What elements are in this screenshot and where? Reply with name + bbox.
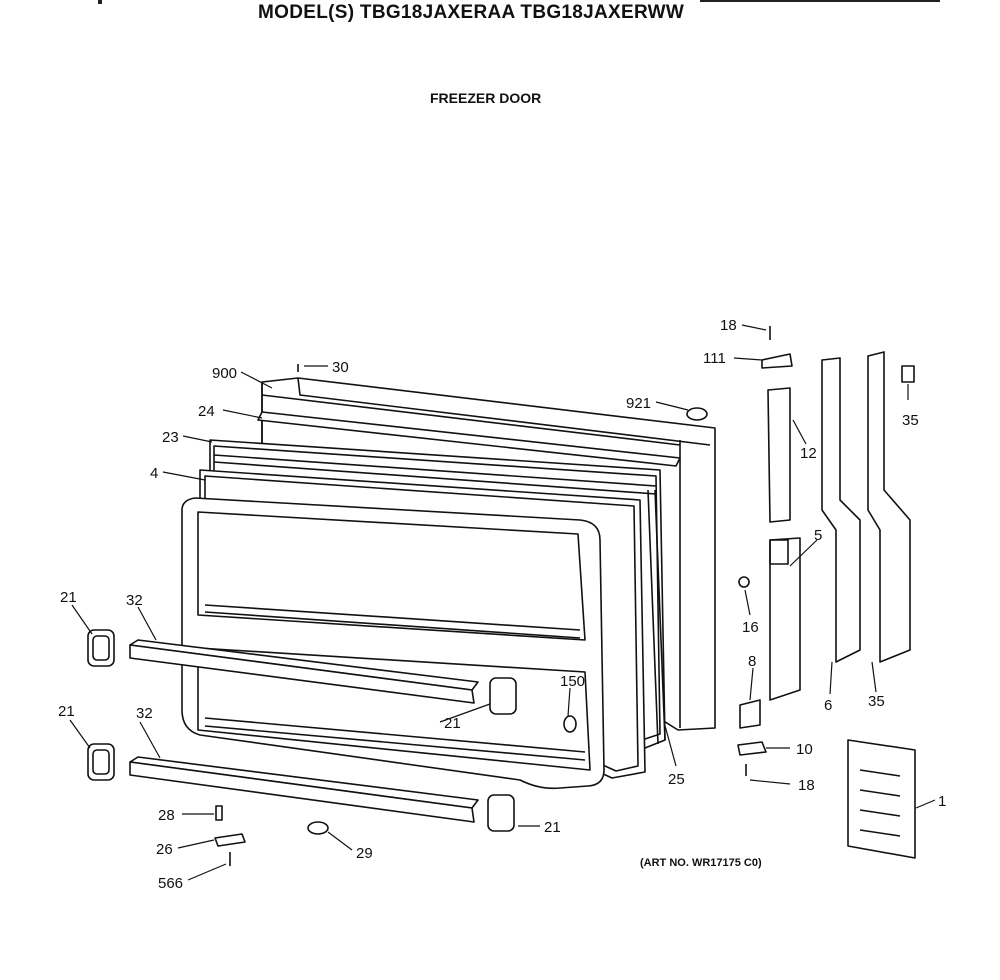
callout-5: 5 <box>814 527 822 544</box>
callout-21-lower-right: 21 <box>544 819 561 836</box>
door-stop <box>739 699 761 729</box>
handle-cap <box>901 365 915 383</box>
callout-30: 30 <box>332 359 349 376</box>
plug-button <box>214 715 577 847</box>
callout-18-top: 18 <box>720 317 737 334</box>
hinge-pin-cap <box>686 407 708 421</box>
callout-35-bottom: 35 <box>868 693 885 710</box>
shelf-end-cap-lower-right <box>487 794 515 832</box>
spring-clip <box>738 576 750 588</box>
diagram-subtitle: FREEZER DOOR <box>430 90 542 106</box>
header-mark <box>98 0 102 4</box>
callout-900: 900 <box>212 365 237 382</box>
callout-12: 12 <box>800 445 817 462</box>
callout-4: 4 <box>150 465 158 482</box>
callout-24: 24 <box>198 403 215 420</box>
hinge-plate <box>769 537 801 701</box>
shelf-end-cap-upper-right <box>489 677 517 715</box>
callout-32-lower: 32 <box>136 705 153 722</box>
door-liner <box>181 497 605 790</box>
callout-16: 16 <box>742 619 759 636</box>
callout-18-bottom: 18 <box>798 777 815 794</box>
callout-8: 8 <box>748 653 756 670</box>
page-title: MODEL(S) TBG18JAXERAA TBG18JAXERWW <box>258 2 685 23</box>
callout-111: 111 <box>703 350 726 367</box>
shelf-end-cap-upper-left <box>87 629 115 667</box>
lower-shelf-bar <box>129 756 479 823</box>
callout-23: 23 <box>162 429 179 446</box>
hinge-shim <box>737 741 767 756</box>
callout-21-lower-left: 21 <box>58 703 75 720</box>
callout-25: 25 <box>668 771 685 788</box>
shelf-end-cap-lower-left <box>87 743 115 781</box>
door-handle-left <box>821 357 861 663</box>
upper-shelf-bar <box>129 639 479 704</box>
hinge-cover <box>761 353 793 369</box>
callout-921: 921 <box>626 395 651 412</box>
rating-card <box>847 739 916 859</box>
callout-29: 29 <box>356 845 373 862</box>
hinge-bracket <box>767 387 791 523</box>
callout-35-top: 35 <box>902 412 919 429</box>
callout-10: 10 <box>796 741 813 758</box>
screw <box>229 326 771 866</box>
gasket-strip <box>257 411 681 467</box>
callout-32-upper: 32 <box>126 592 143 609</box>
art-number: (ART NO. WR17175 C0) <box>640 857 762 869</box>
callout-1: 1 <box>938 793 946 810</box>
callout-21-upper-right: 21 <box>444 715 461 732</box>
leader-lines <box>69 324 936 881</box>
callout-150: 150 <box>560 673 585 690</box>
callout-21-upper-left: 21 <box>60 589 77 606</box>
header-rule <box>700 0 940 2</box>
callout-26: 26 <box>156 841 173 858</box>
door-handle-right <box>867 351 911 663</box>
callout-6: 6 <box>824 697 832 714</box>
callout-28: 28 <box>158 807 175 824</box>
callout-566: 566 <box>158 875 183 892</box>
callout-labels: 18 111 900 30 921 35 24 12 23 4 5 21 32 … <box>58 317 946 892</box>
